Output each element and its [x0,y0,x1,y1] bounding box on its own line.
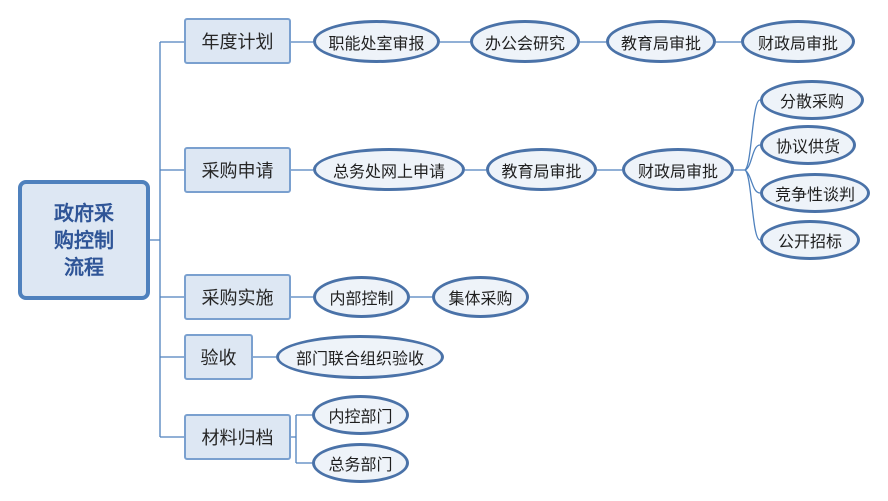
step-education-bureau-approval: 教育局审批 [486,148,597,191]
stage-annual-plan-label: 年度计划 [201,32,274,53]
step-collective-procurement: 集体采购 [432,276,529,318]
root-connector [150,41,184,438]
archiving-connector [291,414,312,464]
methods-connector [744,99,761,241]
step-finance-bureau-approval: 财政局审批 [622,148,734,191]
dept-general-affairs: 总务部门 [312,443,409,483]
stage-acceptance: 验收 [184,334,253,380]
step-office-meeting: 办公会研究 [470,20,580,63]
method-public-tender: 公开招标 [760,220,860,260]
stage-implementation: 采购实施 [184,274,291,320]
root-node: 政府采购控制流程 [18,180,150,300]
step-education-bureau-approval: 教育局审批 [606,20,716,63]
method-decentralized-procurement: 分散采购 [760,80,864,120]
step-dept-report: 职能处室审报 [313,20,440,63]
stage-application: 采购申请 [184,147,291,193]
root-label: 政府采购控制流程 [54,200,114,279]
stage-annual-plan: 年度计划 [184,18,291,64]
step-internal-control: 内部控制 [313,276,410,318]
step-general-affairs-online-application: 总务处网上申请 [313,148,465,191]
step-joint-department-acceptance: 部门联合组织验收 [276,335,444,379]
method-agreement-supply: 协议供货 [760,125,856,165]
stage-archiving-label: 材料归档 [201,428,274,449]
method-competitive-negotiation: 竞争性谈判 [760,173,870,213]
step-finance-bureau-approval: 财政局审批 [741,20,855,63]
stage-implementation-label: 采购实施 [201,288,274,309]
stage-application-label: 采购申请 [201,161,274,182]
dept-internal-control: 内控部门 [312,395,409,435]
stage-archiving: 材料归档 [184,414,291,460]
stage-acceptance-label: 验收 [200,348,237,369]
